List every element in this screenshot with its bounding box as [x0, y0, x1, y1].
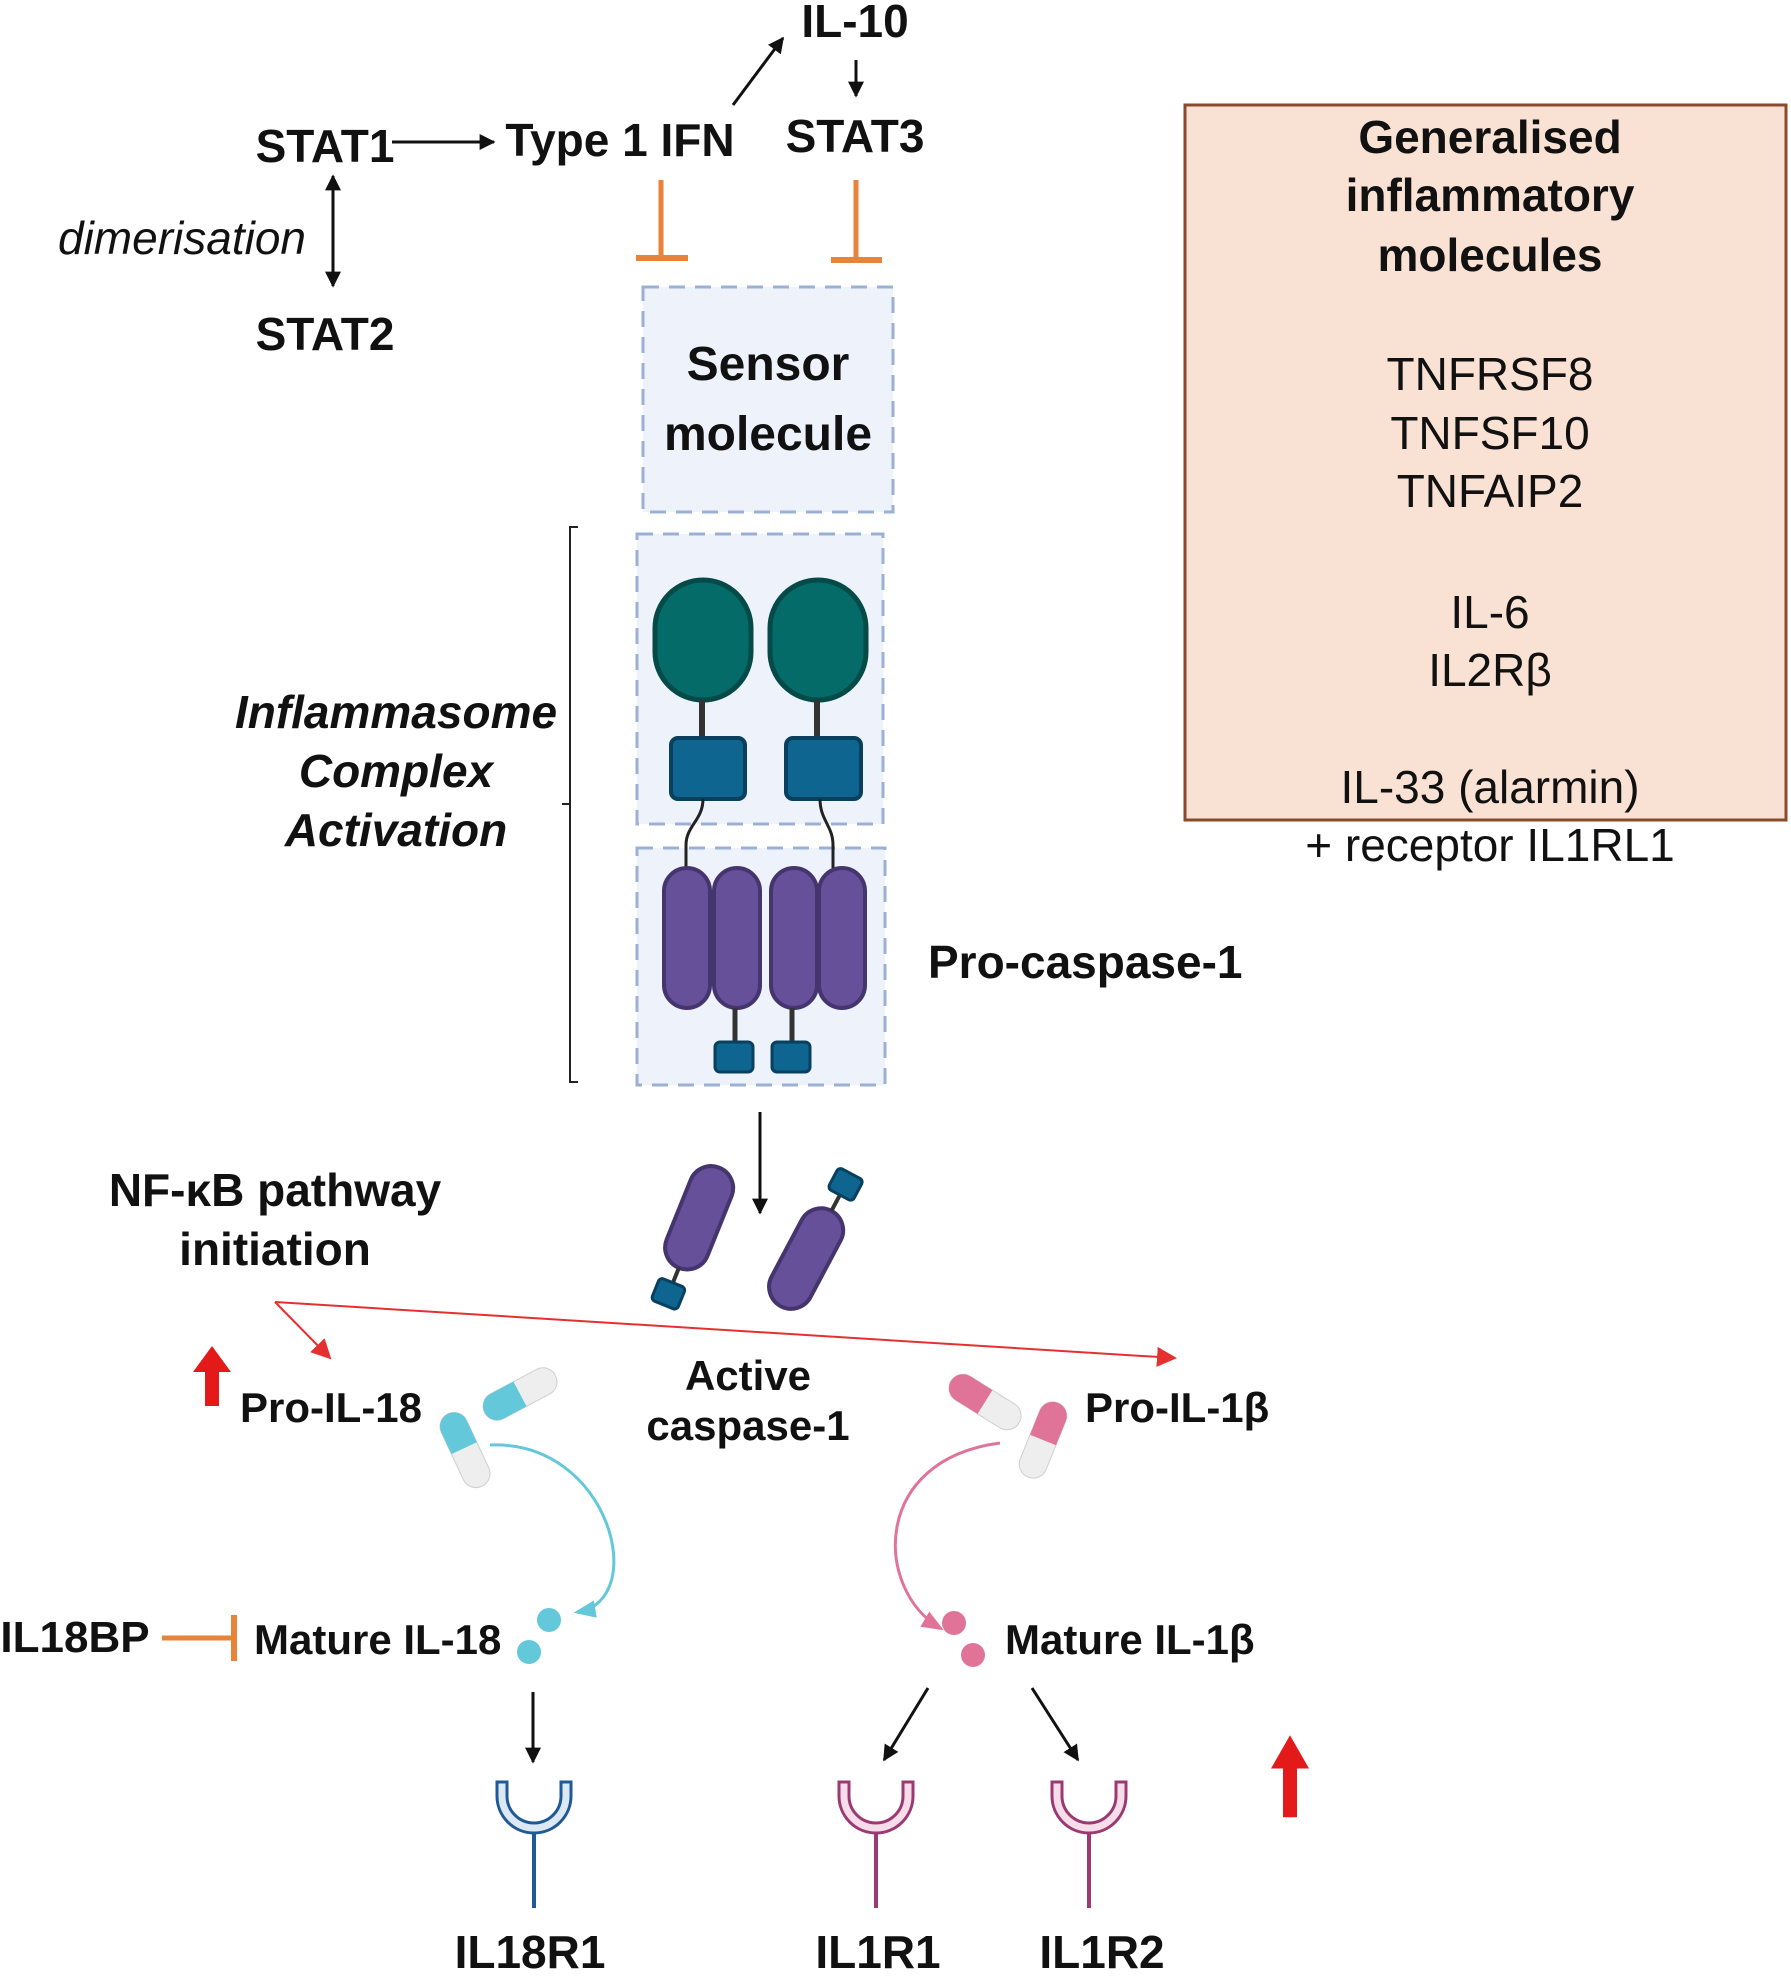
box-item-il1rl1: + receptor IL1RL1	[1305, 819, 1675, 871]
il18bp-label: IL18BP	[0, 1613, 149, 1662]
il1b-to-il1r1-arrow	[882, 1687, 930, 1762]
inflammasome-label-line1: Inflammasome	[235, 686, 557, 738]
il18r1-label: IL18R1	[455, 1926, 606, 1977]
stat1-label: STAT1	[256, 120, 395, 172]
il10-label: IL-10	[801, 0, 908, 47]
nfkb-label-line2: initiation	[179, 1223, 371, 1275]
il1r2-receptor	[1050, 1780, 1128, 1908]
box-title-line2: inflammatory	[1346, 169, 1635, 221]
inflammasome-label-line2: Complex	[299, 745, 496, 797]
pro-il18-up-arrow	[193, 1346, 231, 1406]
box-item-il2rb: IL2Rβ	[1428, 644, 1552, 696]
caspase-card-1	[662, 866, 712, 1010]
nfkb-to-pro-il18-arrow	[274, 1301, 332, 1360]
il1r2-label: IL1R2	[1039, 1926, 1164, 1977]
mature-il1b-dot-1	[942, 1611, 966, 1635]
pro-il1b-label: Pro-IL-1β	[1085, 1384, 1269, 1431]
box-title-line1: Generalised	[1358, 111, 1621, 163]
il1b-to-il1r2-arrow	[1030, 1687, 1080, 1762]
caspase-card-3	[769, 866, 819, 1010]
il1b-cleavage-arrow	[893, 1441, 1001, 1631]
stat3-label: STAT3	[786, 110, 925, 162]
pro-caspase-label: Pro-caspase-1	[928, 936, 1243, 988]
active-caspase-label-line1: Active	[685, 1352, 811, 1399]
box-item-tnfrsf8: TNFRSF8	[1387, 348, 1594, 400]
mature-il1b-label: Mature IL-1β	[1005, 1616, 1255, 1663]
adaptor-domain-left	[669, 736, 747, 801]
mature-il18-dot-1	[537, 1608, 561, 1632]
pro-il18-capsules	[439, 1367, 558, 1489]
il18-cleavage-arrow	[489, 1443, 616, 1618]
il18r1-receptor	[495, 1780, 573, 1908]
ifn-to-il10-arrow	[731, 36, 785, 106]
ifn-inhibition	[636, 180, 688, 261]
pro-il18-label: Pro-IL-18	[240, 1384, 422, 1431]
inflammatory-molecules-box	[1183, 103, 1788, 822]
caspase-card-4	[817, 866, 867, 1010]
dimerisation-label: dimerisation	[58, 212, 306, 264]
inflammasome-label-line3: Activation	[284, 804, 507, 856]
inflammasome-bracket	[562, 526, 578, 1083]
inflammasome-complex	[635, 532, 887, 1087]
box-item-il33: IL-33 (alarmin)	[1340, 761, 1639, 813]
adaptor-domain-right	[784, 736, 863, 801]
caspase-card-2	[712, 866, 762, 1010]
type1-ifn-label: Type 1 IFN	[505, 114, 734, 166]
pro-il1b-capsules	[948, 1373, 1068, 1479]
mature-il1b-dot-2	[961, 1643, 985, 1667]
box-item-il6: IL-6	[1450, 586, 1529, 638]
box-item-tnfaip2: TNFAIP2	[1397, 465, 1584, 517]
active-caspase-label-line2: caspase-1	[646, 1402, 849, 1449]
stat2-label: STAT2	[256, 308, 395, 360]
il1r1-label: IL1R1	[815, 1926, 940, 1977]
nfkb-to-pro-il1b-arrow	[274, 1301, 1177, 1367]
il18bp-inhibition	[162, 1615, 237, 1661]
sensor-nbd-left	[652, 577, 754, 703]
nfkb-label-line1: NF-κB pathway	[109, 1164, 442, 1216]
box-title-line3: molecules	[1378, 229, 1603, 281]
sensor-label-line1: Sensor	[687, 338, 850, 391]
pro-il1b-up-arrow	[1271, 1735, 1309, 1818]
mature-il18-dot-2	[517, 1640, 541, 1664]
sensor-nbd-right	[767, 577, 869, 703]
active-caspase-fragments	[650, 1164, 864, 1311]
sensor-molecule-box	[641, 285, 895, 514]
box-item-tnfsf10: TNFSF10	[1390, 407, 1589, 459]
stat3-inhibition	[831, 180, 882, 263]
mature-il18-label: Mature IL-18	[254, 1616, 501, 1663]
sensor-label-line2: molecule	[664, 408, 872, 461]
il1r1-receptor	[837, 1780, 915, 1908]
